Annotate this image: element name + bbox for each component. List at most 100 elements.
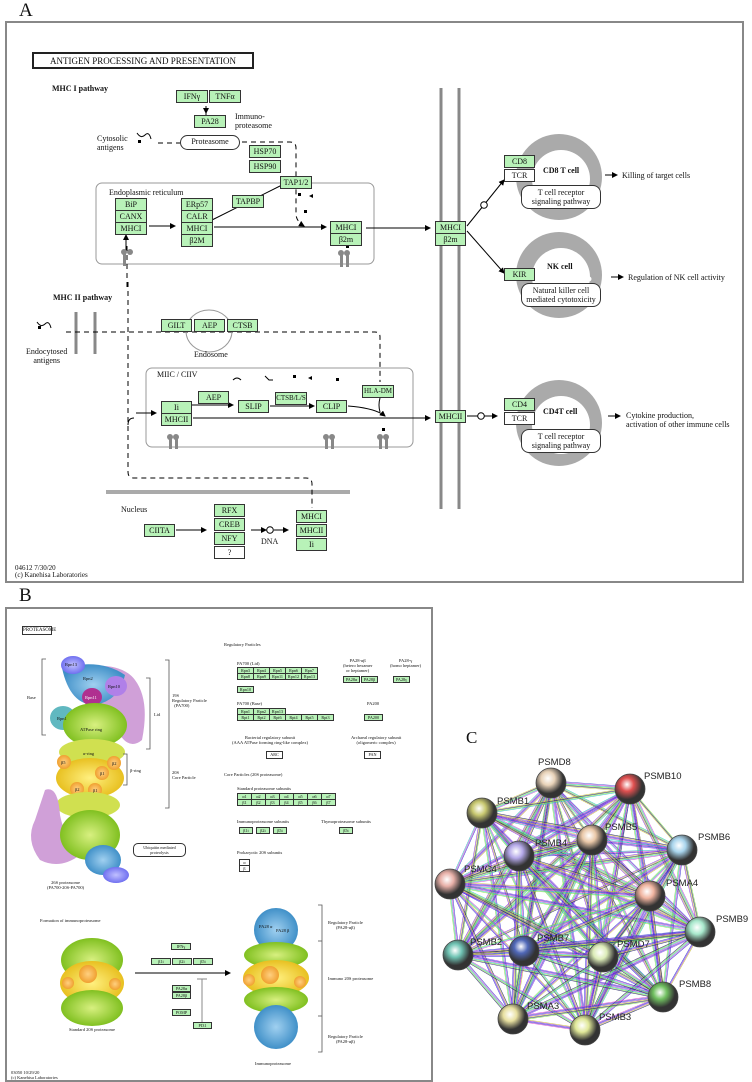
edge-psmb4-psmb8 xyxy=(517,857,662,999)
gene-mhcii[interactable]: MHCII xyxy=(296,524,327,537)
edge-psmb9-psmb7 xyxy=(523,930,700,951)
node-psmb10[interactable] xyxy=(614,773,646,805)
gene-ifng-b[interactable]: IFNγ xyxy=(171,943,191,950)
gene-mhcii-surface[interactable]: MHCII xyxy=(435,410,466,423)
gene-rpn13[interactable]: Rpn13 xyxy=(301,673,318,680)
gene-pa200[interactable]: PA200 xyxy=(364,714,383,721)
gene-b2m[interactable]: β2m xyxy=(330,233,362,246)
gene-pa28a-b[interactable]: PA28α xyxy=(172,985,191,992)
gene-tnfa[interactable]: TNFα xyxy=(209,90,241,103)
gene-beta5i-b[interactable]: β5i xyxy=(193,958,213,965)
proteasome-node[interactable]: Proteasome xyxy=(180,135,240,150)
gene-tapbp[interactable]: TAPBP xyxy=(232,195,264,208)
gene-hsp90[interactable]: HSP90 xyxy=(249,160,281,173)
gene-aep[interactable]: AEP xyxy=(194,319,225,332)
gene-pomp[interactable]: POMP xyxy=(172,1009,191,1016)
node-psmb1[interactable] xyxy=(466,797,498,829)
node-psmb7[interactable] xyxy=(508,935,540,967)
gene-b2m[interactable]: β2M xyxy=(181,234,213,247)
edge-psmb2-psmb3 xyxy=(457,955,585,1032)
edge-psmb1-psma3 xyxy=(482,812,514,1019)
gene-ctsb[interactable]: CTSB xyxy=(227,319,258,332)
gene-mhci[interactable]: MHCI xyxy=(296,510,327,523)
gene-mhci[interactable]: MHCI xyxy=(115,222,147,235)
node-psma3[interactable] xyxy=(497,1003,529,1035)
node-psmc4[interactable] xyxy=(434,868,466,900)
node-psmb6[interactable] xyxy=(666,834,698,866)
edge-psmb7-psmb8 xyxy=(524,949,664,996)
edge-psmb5-psmb7 xyxy=(523,839,593,952)
gene-kir[interactable]: KIR xyxy=(504,268,535,281)
gene-rpt3[interactable]: Rpt3 xyxy=(317,714,334,721)
edge-psmb1-psmb5 xyxy=(482,811,593,840)
node-psmd7[interactable] xyxy=(587,941,619,973)
gene-rpn10[interactable]: Rpn10 xyxy=(237,686,254,693)
gene-ii[interactable]: Ii xyxy=(296,538,327,551)
gene-tap12[interactable]: TAP1/2 xyxy=(280,176,312,189)
gene-cd8[interactable]: CD8 xyxy=(504,155,535,168)
gene-pi31[interactable]: PI31 xyxy=(193,1022,212,1029)
node-label-psmb6: PSMB6 xyxy=(698,832,731,843)
gene-mhci[interactable]: MHCI xyxy=(435,221,466,234)
immunoproteasome-label: Immunoproteasome xyxy=(255,1061,291,1066)
edge-psmc4-psmb8 xyxy=(450,882,664,997)
edge-psmb6-psmb8 xyxy=(661,849,681,997)
gene-b2m[interactable]: β2m xyxy=(435,233,466,246)
gene-beta5i[interactable]: β5i xyxy=(273,827,287,834)
gene-beta7[interactable]: β7 xyxy=(321,799,336,806)
gene-beta2i[interactable]: β2i xyxy=(256,827,270,834)
gene-beta1i[interactable]: β1i xyxy=(239,827,253,834)
gene-beta1i-b[interactable]: β1i xyxy=(151,958,171,965)
gene-ifng[interactable]: IFNγ xyxy=(176,90,208,103)
edge-psmd7-psma3 xyxy=(512,956,604,1020)
gene-pa28b[interactable]: PA28β xyxy=(361,676,378,683)
gene-nfy[interactable]: NFY xyxy=(214,532,245,545)
gene-cd4[interactable]: CD4 xyxy=(504,398,535,411)
gene-pa28[interactable]: PA28 xyxy=(194,115,226,128)
node-psmb9[interactable] xyxy=(684,916,716,948)
gene-beta2i-b[interactable]: β2i xyxy=(172,958,192,965)
gene-slip[interactable]: SLIP xyxy=(238,400,269,413)
gene-rfx[interactable]: RFX xyxy=(214,504,245,517)
node-psmb3[interactable] xyxy=(569,1014,601,1046)
gene-pa28a[interactable]: PA28α xyxy=(343,676,360,683)
edge-psmb4-psmb9 xyxy=(518,856,700,934)
gene-ciita[interactable]: CIITA xyxy=(144,524,175,537)
gene-hsp70[interactable]: HSP70 xyxy=(249,145,281,158)
gene-aep-miic[interactable]: AEP xyxy=(198,391,229,404)
edge-psmb9-psmd7 xyxy=(603,933,701,959)
edge-psmc4-psmb7 xyxy=(449,884,524,952)
gene-beta5t[interactable]: β5t xyxy=(339,827,353,834)
node-psmb4[interactable] xyxy=(503,840,535,872)
edge-psmb8-psma3 xyxy=(512,996,663,1019)
node-label-psmb2: PSMB2 xyxy=(470,937,503,948)
node-psmd8[interactable] xyxy=(535,767,567,799)
gene-pa28b-b[interactable]: PA28β xyxy=(172,992,191,999)
edge-psmd8-psmb7 xyxy=(525,783,554,952)
edge-psmb1-psmb5 xyxy=(481,812,593,841)
edge-psmb9-psma3 xyxy=(512,930,700,1019)
edge-psmb10-psmb1 xyxy=(481,787,630,812)
gene-hla-dm[interactable]: HLA-DM xyxy=(362,385,394,398)
node-psmb8[interactable] xyxy=(647,981,679,1013)
edge-psmc4-psmb9 xyxy=(450,882,701,932)
regulatory-particles-heading: Regulatory Particles xyxy=(224,642,261,647)
edge-psmb4-psmb7 xyxy=(520,855,526,951)
tcr-box-cd4[interactable]: TCR xyxy=(504,412,535,425)
gene-bip[interactable]: BiP xyxy=(115,198,147,211)
node-psmb5[interactable] xyxy=(576,824,608,856)
gene-mhcii[interactable]: MHCII xyxy=(161,413,192,426)
gene-ctsbls[interactable]: CTSB/L/S xyxy=(275,392,307,405)
node-psma4[interactable] xyxy=(634,880,666,912)
gene-creb[interactable]: CREB xyxy=(214,518,245,531)
edge-psmd8-psmb2 xyxy=(457,782,551,955)
tcr-box[interactable]: TCR xyxy=(504,169,535,182)
gene-pa28g[interactable]: PA28γ xyxy=(393,676,410,683)
gene-clip[interactable]: CLIP xyxy=(316,400,347,413)
gene-gilt[interactable]: GILT xyxy=(161,319,192,332)
node-psmb2[interactable] xyxy=(442,939,474,971)
